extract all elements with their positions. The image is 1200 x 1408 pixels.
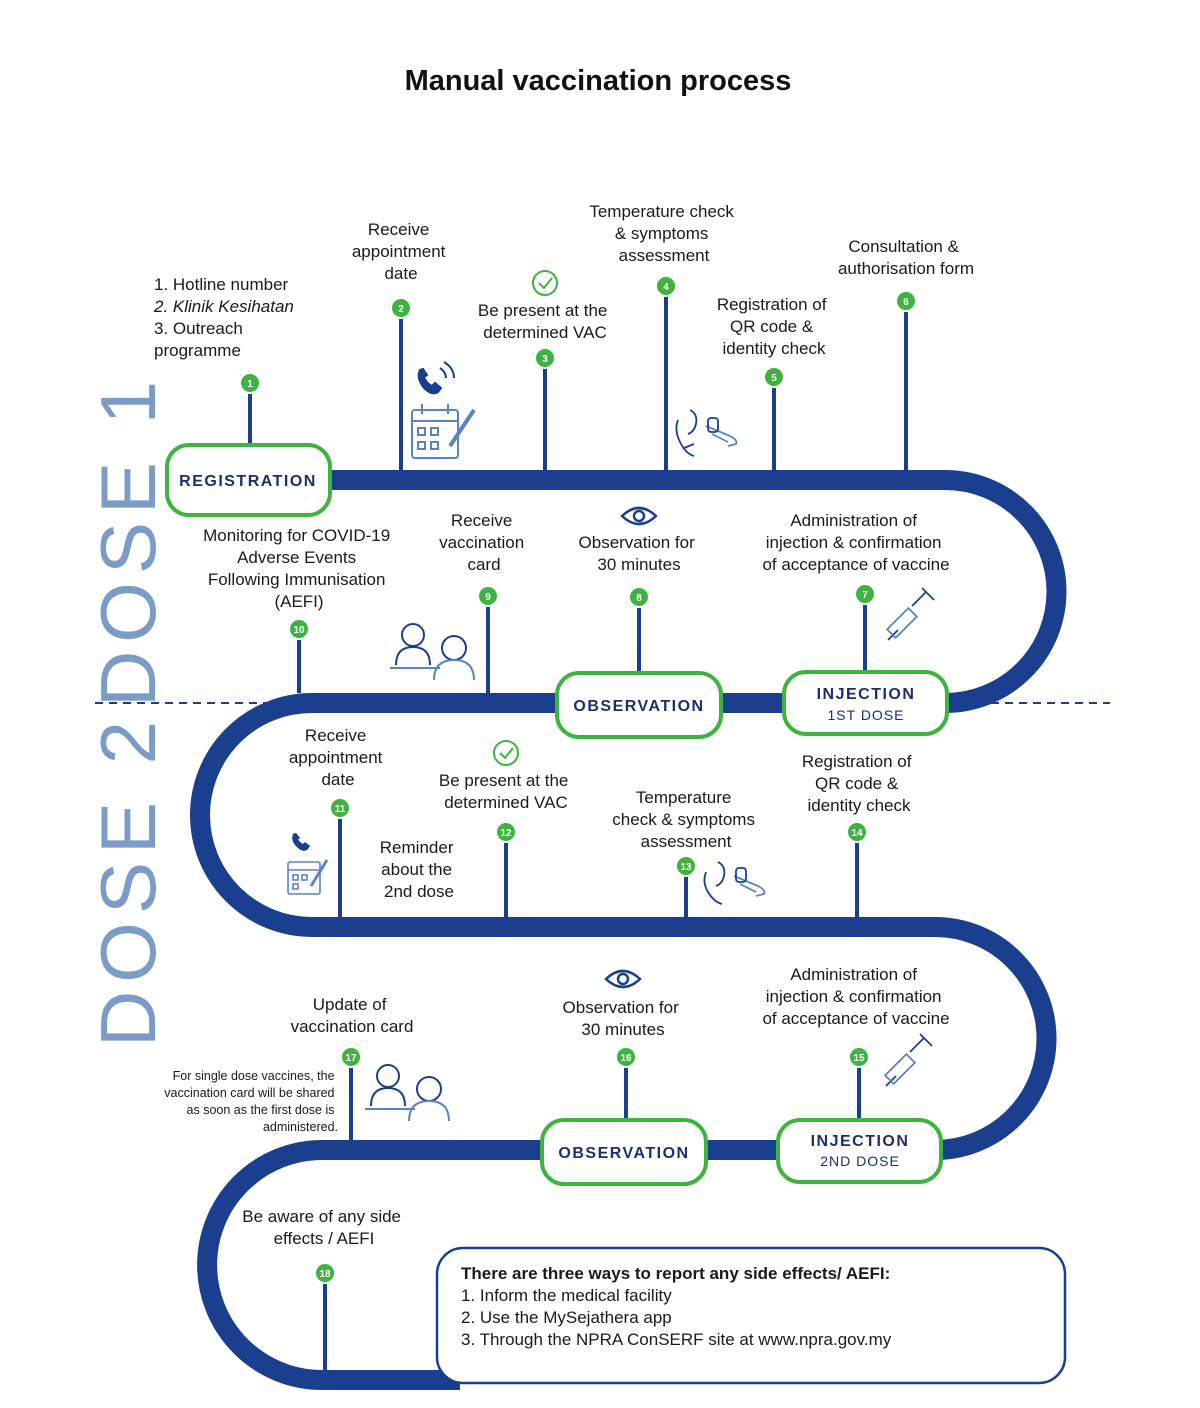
doctor-patient-icon [390,623,475,681]
step-12-label: Be present at the determined VAC [439,771,573,812]
step-number: 4 [663,282,669,293]
syringe-icon [885,587,935,641]
reminder-label: Reminder about the 2nd dose [380,838,458,901]
step-number: 1 [247,379,253,390]
phone-calendar-icon [411,361,476,459]
step-16-label: Observation for 30 minutes [563,998,684,1039]
doctor-patient-icon [365,1064,450,1122]
step-13-label: Temperature check & symptoms assessment [612,788,759,851]
stage-registration: REGISTRATION [165,443,332,517]
stage-injection-1: INJECTION 1ST DOSE [782,670,949,736]
stage-injection-1-label: INJECTION [817,686,916,703]
step-number: 9 [485,592,491,603]
step-9-label: Receive vaccination card [439,511,529,574]
step-10-label: Monitoring for COVID-19 Adverse Events F… [203,526,395,611]
phone-calendar-icon [287,833,329,895]
page-title: Manual vaccination process [405,65,792,97]
step-number: 11 [335,804,346,815]
stage-injection-2-label: INJECTION [811,1133,910,1150]
step-8-label: Observation for 30 minutes [579,533,700,574]
report-box-item: 3. Through the NPRA ConSERF site at www.… [461,1330,892,1349]
step-number: 10 [293,625,305,636]
step-3-label: Be present at the determined VAC [478,301,612,342]
step-number: 15 [853,1053,865,1064]
stage-injection-1-sublabel: 1ST DOSE [828,707,905,723]
stage-observation-1-label: OBSERVATION [573,698,704,715]
single-dose-note: For single dose vaccines, the vaccinatio… [164,1069,338,1134]
hand-thermometer-icon [703,861,766,905]
step-4-label: Temperature check & symptoms assessment [589,202,738,265]
check-circle-icon [532,270,558,296]
step-2-label: Receive appointment date [352,220,450,283]
stage-observation-2-label: OBSERVATION [558,1145,689,1162]
stage-observation-2: OBSERVATION [540,1118,708,1186]
step-number: 14 [851,828,863,839]
step-number: 18 [319,1269,331,1280]
step-5-label: Registration of QR code & identity check [717,295,831,358]
process-road [190,470,1067,1390]
step-number: 17 [345,1053,357,1064]
step-number: 16 [620,1053,632,1064]
stage-observation-1: OBSERVATION [555,671,723,739]
step-number: 12 [500,828,512,839]
step-number-labels: 1 2 3 4 5 6 7 8 9 10 11 12 13 14 15 16 1… [247,282,909,1280]
step-number: 5 [771,373,777,384]
eye-icon [620,506,658,526]
step-18-label: Be aware of any side effects / AEFI [242,1207,406,1248]
stage-injection-2-sublabel: 2ND DOSE [820,1153,900,1169]
stage-injection-2: INJECTION 2ND DOSE [776,1118,943,1184]
report-box: There are three ways to report any side … [435,1246,1067,1385]
check-circle-icon [493,740,519,766]
step-7-label: Administration of injection & confirmati… [762,511,949,574]
step-14-label: Registration of QR code & identity check [802,752,916,815]
step-15-label: Administration of injection & confirmati… [762,965,949,1028]
syringe-icon [883,1033,933,1087]
report-box-title: There are three ways to report any side … [461,1264,890,1283]
step-1-label: 1. Hotline number 2. Klinik Kesihatan 3.… [153,275,299,360]
dose-2-label: DOSE 2 [84,713,172,1047]
step-number: 13 [680,862,692,873]
step-6-label: Consultation & authorisation form [838,237,974,278]
hand-thermometer-icon [675,409,738,457]
step-11-label: Receive appointment date [289,726,387,789]
stage-registration-label: REGISTRATION [179,473,317,490]
step-number: 7 [862,590,868,601]
step-17-label: Update of vaccination card [291,995,414,1036]
step-number: 8 [636,593,642,604]
report-box-item: 1. Inform the medical facility [461,1286,672,1305]
report-box-item: 2. Use the MySejathera app [461,1308,672,1327]
dose-1-label: DOSE 1 [84,373,172,707]
eye-icon [604,969,642,989]
step-number: 2 [398,304,404,315]
step-number: 6 [903,297,909,308]
step-number-circles [239,275,917,1284]
step-number: 3 [542,354,548,365]
